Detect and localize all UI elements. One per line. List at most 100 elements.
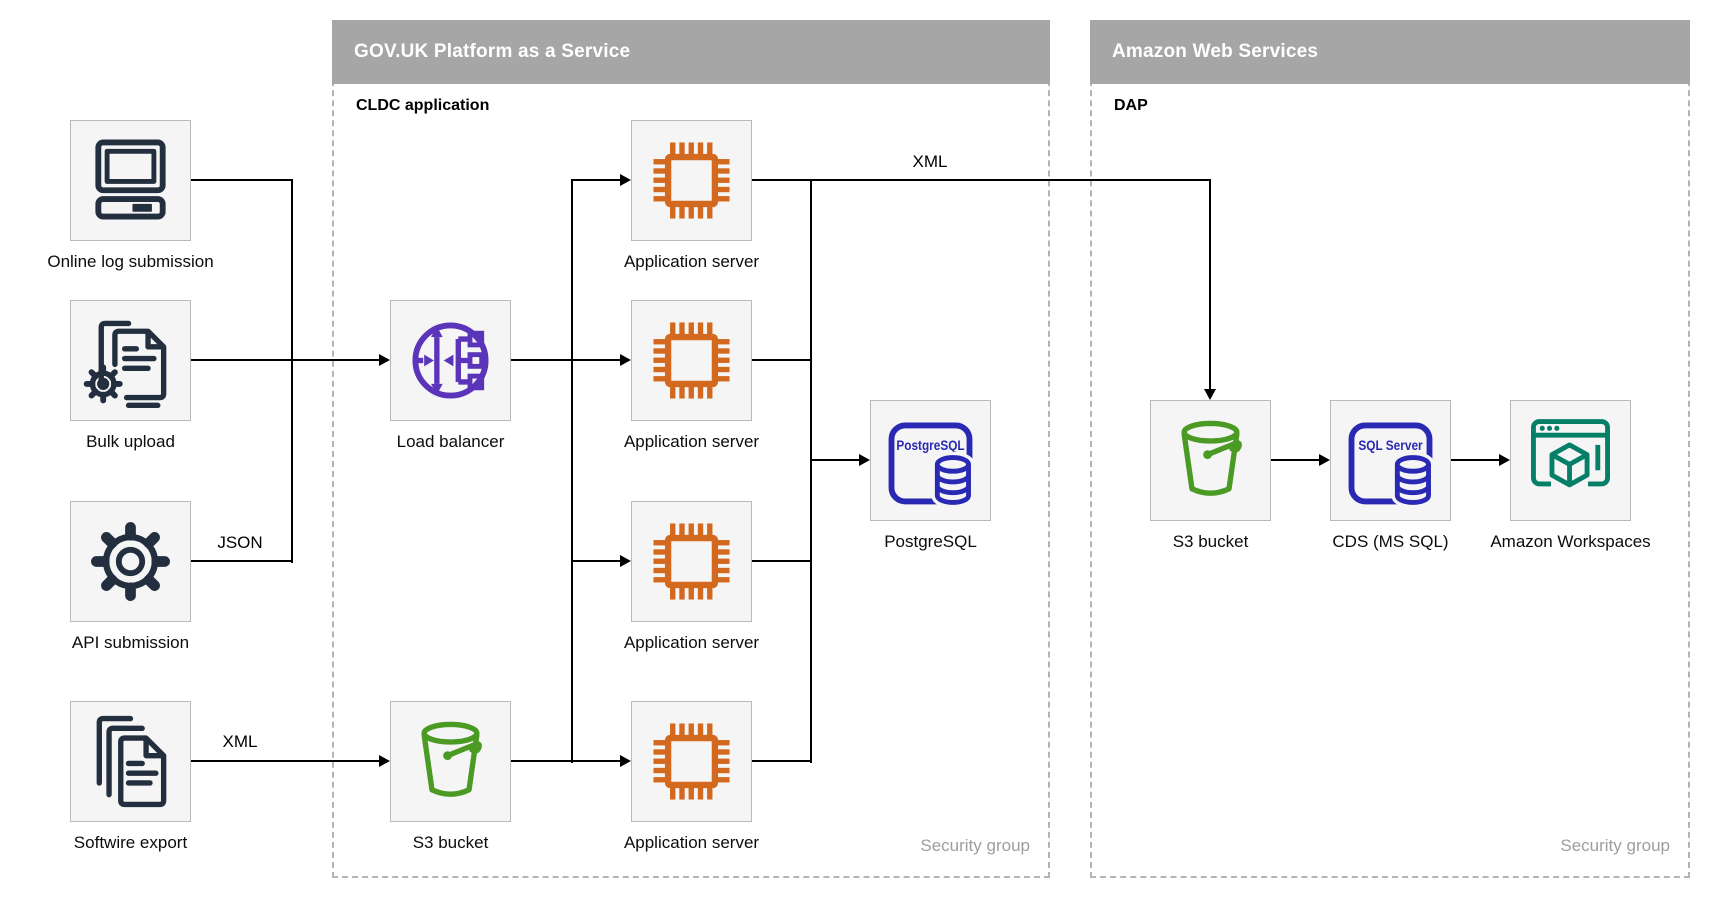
edge-branch-app2 [571, 359, 620, 361]
sql-server-icon: SQL Server [1348, 422, 1435, 509]
node-load-balancer: Load balancer [390, 300, 511, 451]
node-label: Softwire export [73, 833, 188, 852]
node-label: S3 bucket [1172, 532, 1249, 551]
edge-app4-out [752, 760, 812, 762]
cpu-chip-icon [653, 723, 730, 800]
edge-softwire-to-s3 [191, 760, 380, 762]
node-label: Online log submission [47, 252, 214, 271]
node-box [631, 120, 752, 241]
edge-label-xml-softwire: XML [222, 732, 258, 751]
s3-bucket-icon [421, 721, 482, 797]
container-govuk-paas-security-group-label: Security group [920, 836, 1030, 855]
node-cds-ms-sql: SQL Server CDS (MS SQL) [1330, 400, 1451, 551]
node-postgresql: PostgreSQL PostgreSQL [870, 400, 991, 551]
container-aws-header: Amazon Web Services [1090, 20, 1690, 84]
edge-branch-app3 [571, 560, 620, 562]
node-box [70, 300, 191, 421]
node-label: API submission [71, 633, 190, 652]
edge-app2-out [752, 359, 812, 361]
container-aws-security-group-label: Security group [1560, 836, 1670, 855]
container-aws-title: Amazon Web Services [1112, 41, 1319, 62]
edge-load-balancer-out [511, 359, 573, 361]
arrowhead-into-cds [1319, 454, 1330, 466]
node-label: Amazon Workspaces [1490, 532, 1651, 551]
node-label: Application server [623, 833, 760, 852]
container-govuk-paas-sublabel: CLDC application [356, 97, 490, 114]
node-box [1510, 400, 1631, 521]
arrowhead-into-postgresql [859, 454, 870, 466]
postgresql-icon: PostgreSQL [888, 422, 975, 509]
arrowhead-into-load-balancer [379, 354, 390, 366]
node-box: PostgreSQL [870, 400, 991, 521]
node-application-server-3: Application server [624, 501, 759, 652]
edge-s3-aws-to-cds [1271, 459, 1319, 461]
node-label: Application server [623, 432, 760, 451]
container-aws-sublabel: DAP [1114, 97, 1148, 114]
node-label: Application server [623, 252, 760, 271]
node-label: Load balancer [396, 432, 505, 451]
postgresql-icon-text: PostgreSQL [896, 437, 965, 453]
node-s3-bucket-aws: S3 bucket [1150, 400, 1271, 551]
cpu-chip-icon [653, 523, 730, 600]
edge-app1-out [752, 179, 812, 181]
edge-xml-to-aws [810, 179, 1211, 181]
arrowhead-into-app4 [620, 755, 631, 767]
arrowhead-into-app3 [620, 555, 631, 567]
node-application-server-2: Application server [624, 300, 759, 451]
node-box [631, 701, 752, 822]
node-box [70, 120, 191, 241]
container-govuk-paas: GOV.UK Platform as a Service CLDC applic… [332, 20, 1050, 878]
edge-label-xml-to-aws: XML [912, 152, 948, 171]
node-box [70, 501, 191, 622]
cpu-chip-icon [653, 142, 730, 219]
edge-app3-out [752, 560, 812, 562]
container-govuk-paas-title: GOV.UK Platform as a Service [354, 41, 631, 62]
edge-to-postgresql [810, 459, 859, 461]
edge-collector-line [810, 179, 812, 763]
node-online-log-submission: Online log submission [47, 120, 214, 271]
node-softwire-export: Softwire export [70, 701, 191, 852]
computer-icon [95, 139, 166, 220]
load-balancer-icon [412, 322, 489, 399]
sql-server-icon-text: SQL Server [1358, 437, 1423, 453]
edge-branch-app1 [571, 179, 620, 181]
edge-bulk-to-load-balancer [191, 359, 380, 361]
node-box [631, 300, 752, 421]
node-box [1150, 400, 1271, 521]
container-aws: Amazon Web Services DAP Security group [1090, 20, 1690, 878]
node-api-submission: API submission [70, 501, 191, 652]
edge-s3-paas-out [511, 760, 573, 762]
node-amazon-workspaces: Amazon Workspaces [1490, 400, 1651, 551]
node-application-server-1: Application server [624, 120, 759, 271]
arrowhead-into-app1 [620, 174, 631, 186]
node-label: PostgreSQL [884, 532, 977, 551]
node-s3-bucket-paas: S3 bucket [390, 701, 511, 852]
node-label: Application server [623, 633, 760, 652]
node-label: Bulk upload [86, 432, 175, 451]
edge-xml-down-to-s3-aws [1209, 179, 1211, 390]
workspaces-icon [1531, 419, 1610, 489]
arrowhead-into-s3-aws [1204, 389, 1216, 400]
arrowhead-into-workspaces [1499, 454, 1510, 466]
edge-branch-app4 [571, 760, 620, 762]
container-govuk-paas-header: GOV.UK Platform as a Service [332, 20, 1050, 84]
cpu-chip-icon [653, 322, 730, 399]
edge-online-log-out [191, 179, 293, 181]
gear-icon [91, 522, 170, 601]
node-box: SQL Server [1330, 400, 1451, 521]
edge-api-out [191, 560, 293, 562]
node-box [70, 701, 191, 822]
node-box [390, 701, 511, 822]
edge-label-json: JSON [217, 533, 263, 552]
node-label: S3 bucket [412, 833, 489, 852]
documents-icon [96, 715, 167, 808]
s3-bucket-icon [1181, 420, 1242, 496]
edge-sources-merge [291, 179, 293, 563]
edge-cds-to-workspaces [1451, 459, 1499, 461]
node-label: CDS (MS SQL) [1332, 532, 1449, 551]
document-gear-icon [83, 320, 167, 409]
node-box [631, 501, 752, 622]
edge-distribution-line [571, 179, 573, 763]
arrowhead-into-app2 [620, 354, 631, 366]
